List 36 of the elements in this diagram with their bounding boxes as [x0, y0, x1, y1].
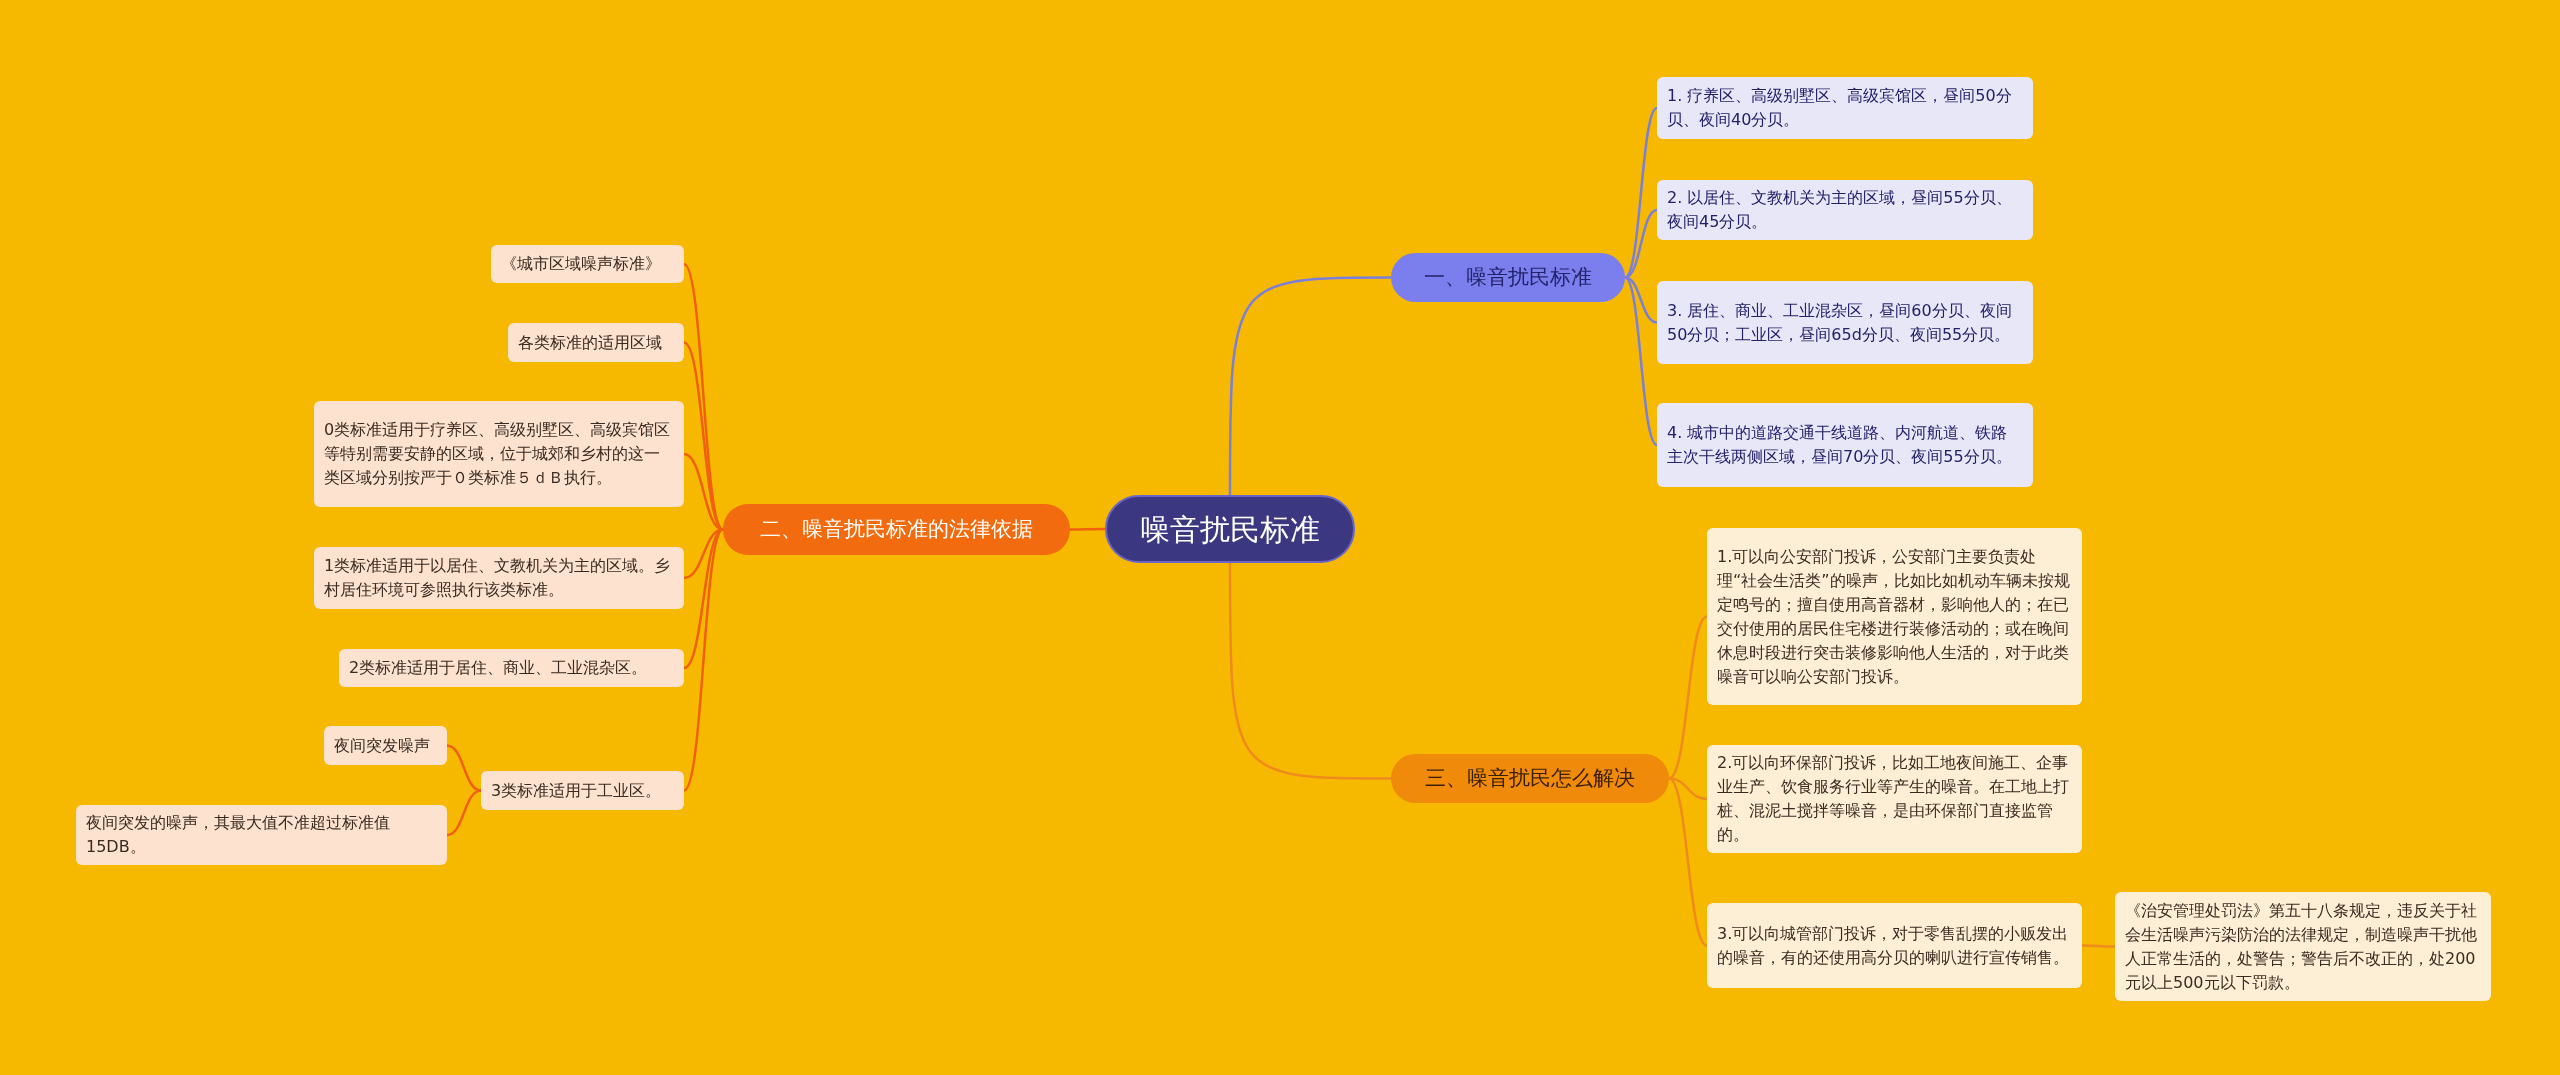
subtopic-card: 0类标准适用于疗养区、高级别墅区、高级宾馆区等特别需要安静的区域，位于城郊和乡村的这一类区域分别按严于０类标准５ｄＢ执行。 [314, 401, 684, 507]
subtopic-card: 2.可以向环保部门投诉，比如工地夜间施工、企事业生产、饮食服务行业等产生的噪音。在工地上打桩、混泥土搅拌等噪音，是由环保部门直接监管的。 [1707, 745, 2082, 853]
subtopic-card: 1类标准适用于以居住、文教机关为主的区域。乡村居住环境可参照执行该类标准。 [314, 547, 684, 609]
connector-line [1228, 563, 1391, 780]
subtopic-card: 3类标准适用于工业区。 [481, 771, 684, 810]
connector-line [683, 263, 724, 531]
connector-line [1624, 107, 1658, 279]
subtopic-card: 1.可以向公安部门投诉，公安部门主要负责处理“社会生活类”的噪声，比如比如机动车辆未按规定鸣号的；擅自使用高音器材，影响他人的；在已交付使用的居民住宅楼进行装修活动的；或在晚间休息时段进行突击装修影响他人生活的，对于此类噪音可以响公安部门投诉。 [1707, 528, 2082, 705]
connector-line [683, 528, 724, 792]
subtopic-card: 4. 城市中的道路交通干线道路、内河航道、铁路主次干线两侧区域，昼间70分贝、夜间55分贝。 [1657, 403, 2033, 487]
branch-topic: 三、噪音扰民怎么解决 [1391, 754, 1669, 803]
branch-topic: 二、噪音扰民标准的法律依据 [723, 504, 1070, 555]
connector-line [1624, 208, 1658, 279]
subtopic-card: 《城市区域噪声标准》 [491, 245, 684, 283]
subtopic-card: 2. 以居住、文教机关为主的区域，昼间55分贝、夜间45分贝。 [1657, 180, 2033, 240]
subtopic-card: 3. 居住、商业、工业混杂区，昼间60分贝、夜间50分贝；工业区，昼间65d分贝、夜间55分贝。 [1657, 281, 2033, 364]
connector-line [683, 341, 724, 531]
subtopic-card: 1. 疗养区、高级别墅区、高级宾馆区，昼间50分贝、夜间40分贝。 [1657, 77, 2033, 139]
connector-line [1228, 276, 1391, 495]
connector-line [1668, 777, 1708, 947]
root-topic: 噪音扰民标准 [1105, 495, 1355, 563]
branch-topic: 一、噪音扰民标准 [1391, 253, 1625, 302]
connector-line [446, 789, 482, 837]
connector-line [1624, 276, 1658, 446]
connector-line [1668, 615, 1708, 780]
connector-line [1070, 527, 1105, 531]
subtopic-card: 3.可以向城管部门投诉，对于零售乱摆的小贩发出的噪音，有的还使用高分贝的喇叭进行宣传销售。 [1707, 903, 2082, 988]
subtopic-card: 各类标准的适用区域 [508, 323, 684, 362]
connector-line [446, 744, 482, 792]
subtopic-card: 2类标准适用于居住、商业、工业混杂区。 [339, 649, 684, 687]
connector-line [1624, 276, 1658, 324]
subtopic-card: 夜间突发噪声 [324, 726, 447, 765]
subtopic-card: 《治安管理处罚法》第五十八条规定，违反关于社会生活噪声污染防治的法律规定，制造噪声干扰他人正常生活的，处警告；警告后不改正的，处200元以上500元以下罚款。 [2115, 892, 2491, 1001]
subtopic-card: 夜间突发的噪声，其最大值不准超过标准值15DB。 [76, 805, 447, 865]
connector-line [683, 528, 724, 670]
connector-line [2082, 944, 2115, 948]
